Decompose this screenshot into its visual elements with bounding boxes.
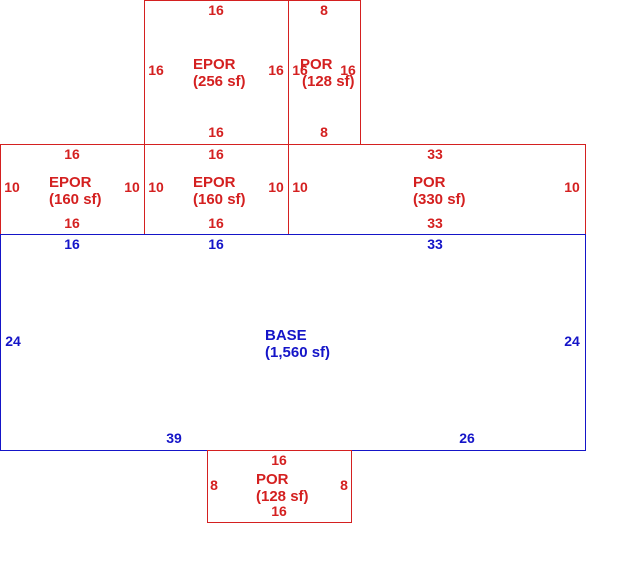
epor-left-dim-top: 16 (64, 146, 80, 162)
epor-left-area: (160 sf) (49, 191, 102, 208)
epor-left-dim-left: 10 (4, 179, 20, 195)
por-top-dim-left: 16 (292, 62, 308, 78)
por-top-label: POR (300, 56, 333, 73)
por-right-dim-top: 33 (427, 146, 443, 162)
base-dim-bottom-b: 26 (459, 430, 475, 446)
epor-left-label: EPOR (49, 174, 92, 191)
area-epor-left: 16 10 10 16 EPOR (160 sf) (0, 144, 145, 235)
base-label: BASE (265, 327, 307, 344)
epor-left-dim-right: 10 (124, 179, 140, 195)
base-dim-left: 24 (5, 333, 21, 349)
epor-left-dim-bottom: 16 (64, 215, 80, 231)
por-bottom-dim-bottom: 16 (271, 503, 287, 519)
por-right-dim-bottom: 33 (427, 215, 443, 231)
por-bottom-outline (207, 450, 352, 523)
por-right-dim-left: 10 (292, 179, 308, 195)
por-bottom-dim-top: 16 (271, 452, 287, 468)
area-por-bottom: 16 8 8 16 POR (128 sf) (207, 450, 352, 523)
epor-mid-area: (160 sf) (193, 191, 246, 208)
base-dim-top-a: 16 (64, 236, 80, 252)
por-bottom-dim-right: 8 (340, 477, 348, 493)
area-epor-mid: 16 10 10 16 EPOR (160 sf) (144, 144, 289, 235)
epor-mid-dim-left: 10 (148, 179, 164, 195)
por-top-area: (128 sf) (302, 73, 355, 90)
epor-top-area: (256 sf) (193, 73, 246, 90)
por-top-dim-bottom: 8 (320, 124, 328, 140)
base-dim-top-b: 16 (208, 236, 224, 252)
por-right-area: (330 sf) (413, 191, 466, 208)
epor-mid-dim-top: 16 (208, 146, 224, 162)
por-top-dim-right: 16 (340, 62, 356, 78)
epor-top-dim-bottom: 16 (208, 124, 224, 140)
por-bottom-area: (128 sf) (256, 488, 309, 505)
por-top-dim-top: 8 (320, 2, 328, 18)
epor-top-dim-top: 16 (208, 2, 224, 18)
epor-top-dim-left: 16 (148, 62, 164, 78)
epor-mid-dim-right: 10 (268, 179, 284, 195)
epor-top-label: EPOR (193, 56, 236, 73)
por-bottom-label: POR (256, 471, 289, 488)
epor-mid-label: EPOR (193, 174, 236, 191)
por-bottom-dim-left: 8 (210, 477, 218, 493)
por-right-label: POR (413, 174, 446, 191)
area-epor-top: 16 16 16 16 EPOR (256 sf) (144, 0, 289, 145)
por-right-dim-right: 10 (564, 179, 580, 195)
area-por-top: 8 16 16 8 POR (128 sf) (288, 0, 361, 145)
base-dim-right: 24 (564, 333, 580, 349)
base-dim-top-c: 33 (427, 236, 443, 252)
epor-mid-dim-bottom: 16 (208, 215, 224, 231)
base-dim-bottom-a: 39 (166, 430, 182, 446)
base-area: (1,560 sf) (265, 344, 330, 361)
epor-top-dim-right: 16 (268, 62, 284, 78)
